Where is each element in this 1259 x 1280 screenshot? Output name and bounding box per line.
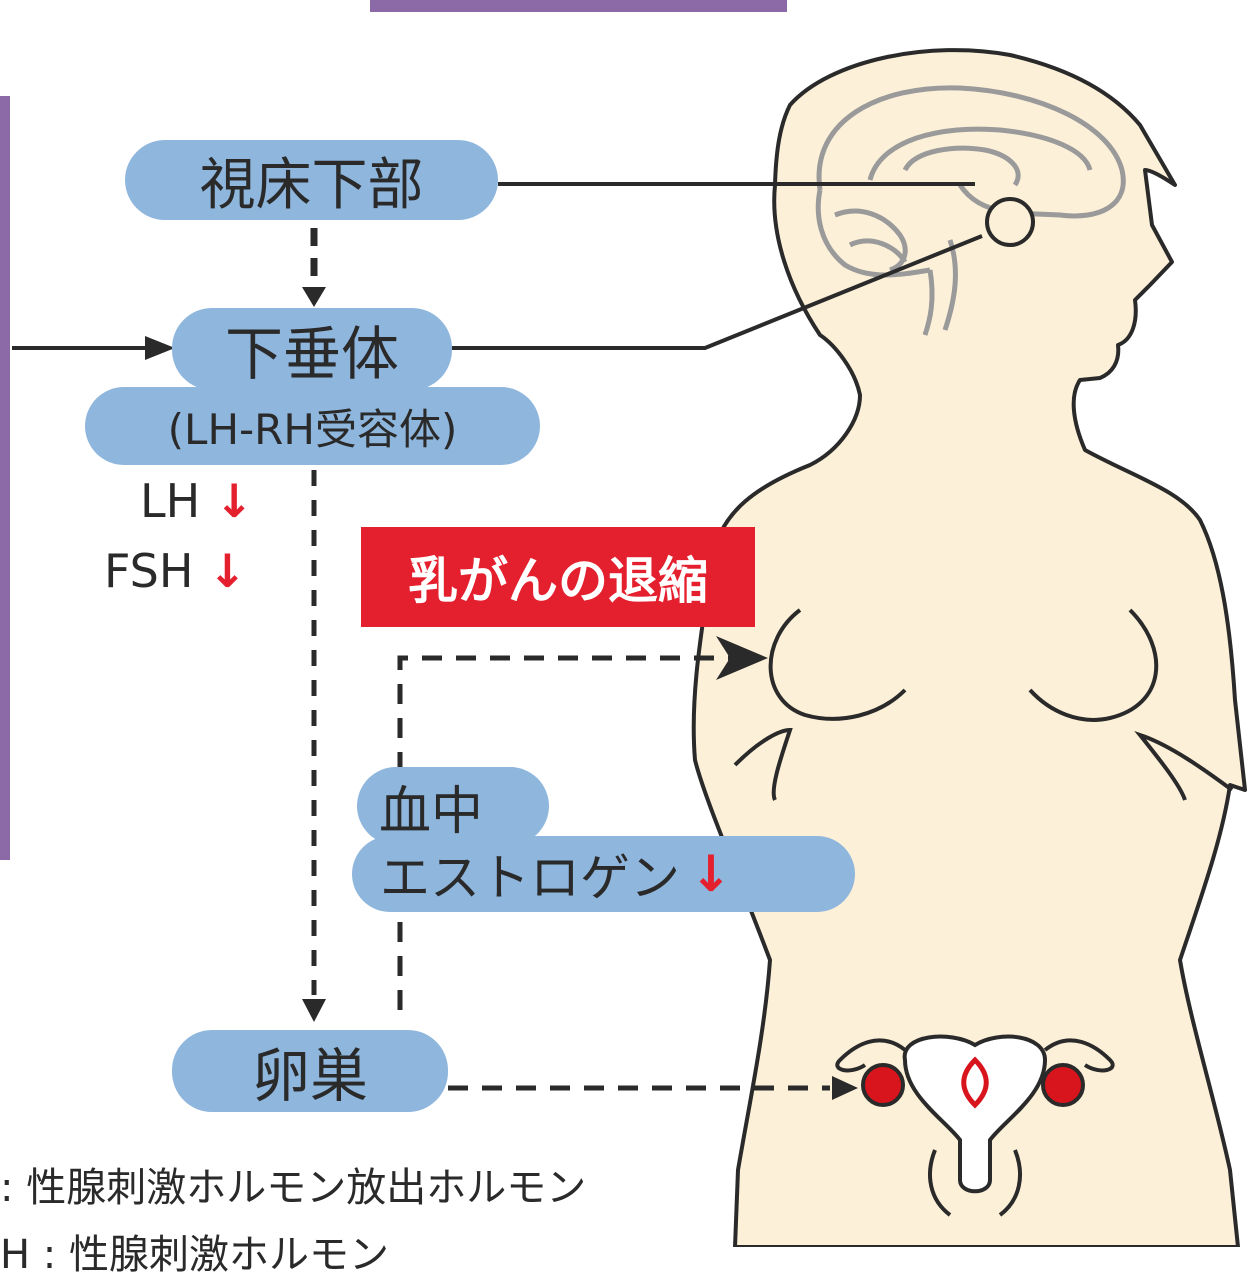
footnote-line2: H : 性腺刺激ホルモン (0, 1222, 389, 1280)
footnote-line2-text: H : 性腺刺激ホルモン (0, 1232, 389, 1278)
fsh-down-arrow: ↓ (208, 544, 247, 598)
ovary-text: 卵巣 (251, 1042, 368, 1110)
left-purple-bar (0, 96, 10, 860)
pit-to-ovary-arrowhead (302, 999, 326, 1022)
hypothalamus-label: 視床下部 (125, 140, 498, 220)
left-arm-line (733, 727, 793, 801)
receptor-label: (LH-RH受容体) (85, 387, 540, 465)
hypothalamus-text: 視床下部 (199, 152, 424, 218)
footnote-line1: : 性腺刺激ホルモン放出ホルモン (0, 1155, 586, 1213)
lh-text: LH (140, 474, 201, 528)
estrogen-down-arrow: ↓ (690, 845, 732, 903)
ovary-to-breast-arrowhead (716, 636, 768, 680)
blood-text: 血中 (379, 781, 484, 842)
right-arm-line (1134, 730, 1234, 801)
incoming-arrow-head (145, 336, 175, 360)
breast-cancer-regression-text: 乳がんの退縮 (408, 552, 708, 610)
ovary-to-uterus-arrowhead (832, 1076, 858, 1100)
left-breast (768, 608, 907, 721)
lh-label: LH ↓ (140, 474, 253, 528)
ovary-label: 卵巣 (172, 1030, 448, 1112)
diagram-graphics (0, 0, 1247, 1247)
lh-down-arrow: ↓ (214, 474, 254, 528)
breast-cancer-regression-box: 乳がんの退縮 (361, 527, 755, 627)
uterus-illustration (835, 1034, 1115, 1217)
right-breast (1028, 608, 1159, 722)
pituitary-connector (452, 234, 983, 350)
receptor-text: (LH-RH受容体) (167, 404, 458, 454)
pituitary-circle (985, 197, 1035, 247)
top-purple-bar (370, 0, 787, 12)
fsh-label: FSH ↓ (104, 544, 247, 598)
blood-label: 血中 (357, 767, 549, 845)
pituitary-text: 下垂体 (224, 320, 399, 388)
brain-illustration (815, 85, 1126, 336)
pituitary-label: 下垂体 (172, 308, 452, 390)
fsh-text: FSH (104, 544, 194, 598)
hypo-to-pit-arrowhead (302, 287, 326, 307)
estrogen-label: エストロゲン ↓ (352, 836, 855, 912)
body-silhouette (691, 48, 1247, 1247)
footnote-line1-text: : 性腺刺激ホルモン放出ホルモン (0, 1165, 587, 1211)
estrogen-text: エストロゲン (380, 849, 680, 907)
